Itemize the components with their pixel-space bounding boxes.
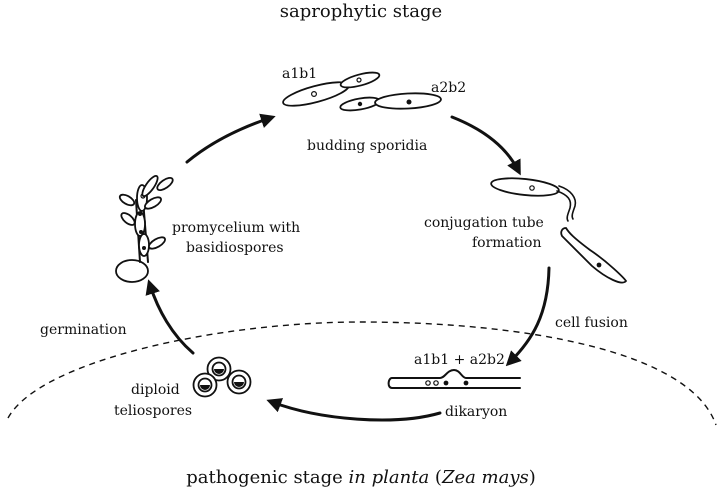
germination-label: germination [40, 322, 127, 338]
plant-boundary-line [7, 321, 717, 426]
conjugation-label-line1: conjugation tube [424, 215, 544, 231]
diploid-label-line2: teliospores [114, 403, 192, 419]
promycelium-label-line2: basidiospores [186, 240, 284, 256]
cell-fusion-label: cell fusion [555, 315, 628, 331]
arrow-cell-fusion [505, 266, 551, 367]
dikaryon-label: dikaryon [445, 404, 507, 420]
arrow-to-teliospores [266, 398, 442, 422]
promycelium-label-line1: promycelium with [172, 220, 300, 236]
budding-sporidia-label: budding sporidia [307, 138, 427, 154]
pathogenic-title-prefix: pathogenic stage [186, 467, 348, 488]
mating-type-a2b2-label: a2b2 [431, 80, 466, 96]
pathogenic-title-in-planta: in planta [349, 467, 430, 488]
saprophytic-stage-title: saprophytic stage [280, 1, 442, 22]
diploid-label-line1: diploid [131, 382, 180, 398]
pathogenic-stage-title: pathogenic stage in planta (Zea mays) [186, 467, 536, 488]
arrow-germination [145, 279, 195, 355]
arrow-to-conjugation [450, 115, 521, 176]
pathogenic-title-close: ) [529, 467, 536, 488]
diploid-teliospores [192, 356, 252, 398]
budding-sporidia-cells [282, 71, 442, 112]
arrow-to-budding-sporidia [185, 113, 276, 164]
fused-mating-types-label: a1b1 + a2b2 [414, 352, 505, 368]
pathogenic-title-host: Zea mays [441, 467, 529, 488]
pathogenic-title-open: ( [429, 467, 442, 488]
conjugation-tube-cells [490, 177, 628, 284]
promycelium-with-basidiospores [115, 175, 174, 283]
dikaryon-hypha [387, 369, 521, 389]
conjugation-label-line2: formation [472, 235, 541, 251]
mating-type-a1b1-label: a1b1 [282, 66, 317, 82]
